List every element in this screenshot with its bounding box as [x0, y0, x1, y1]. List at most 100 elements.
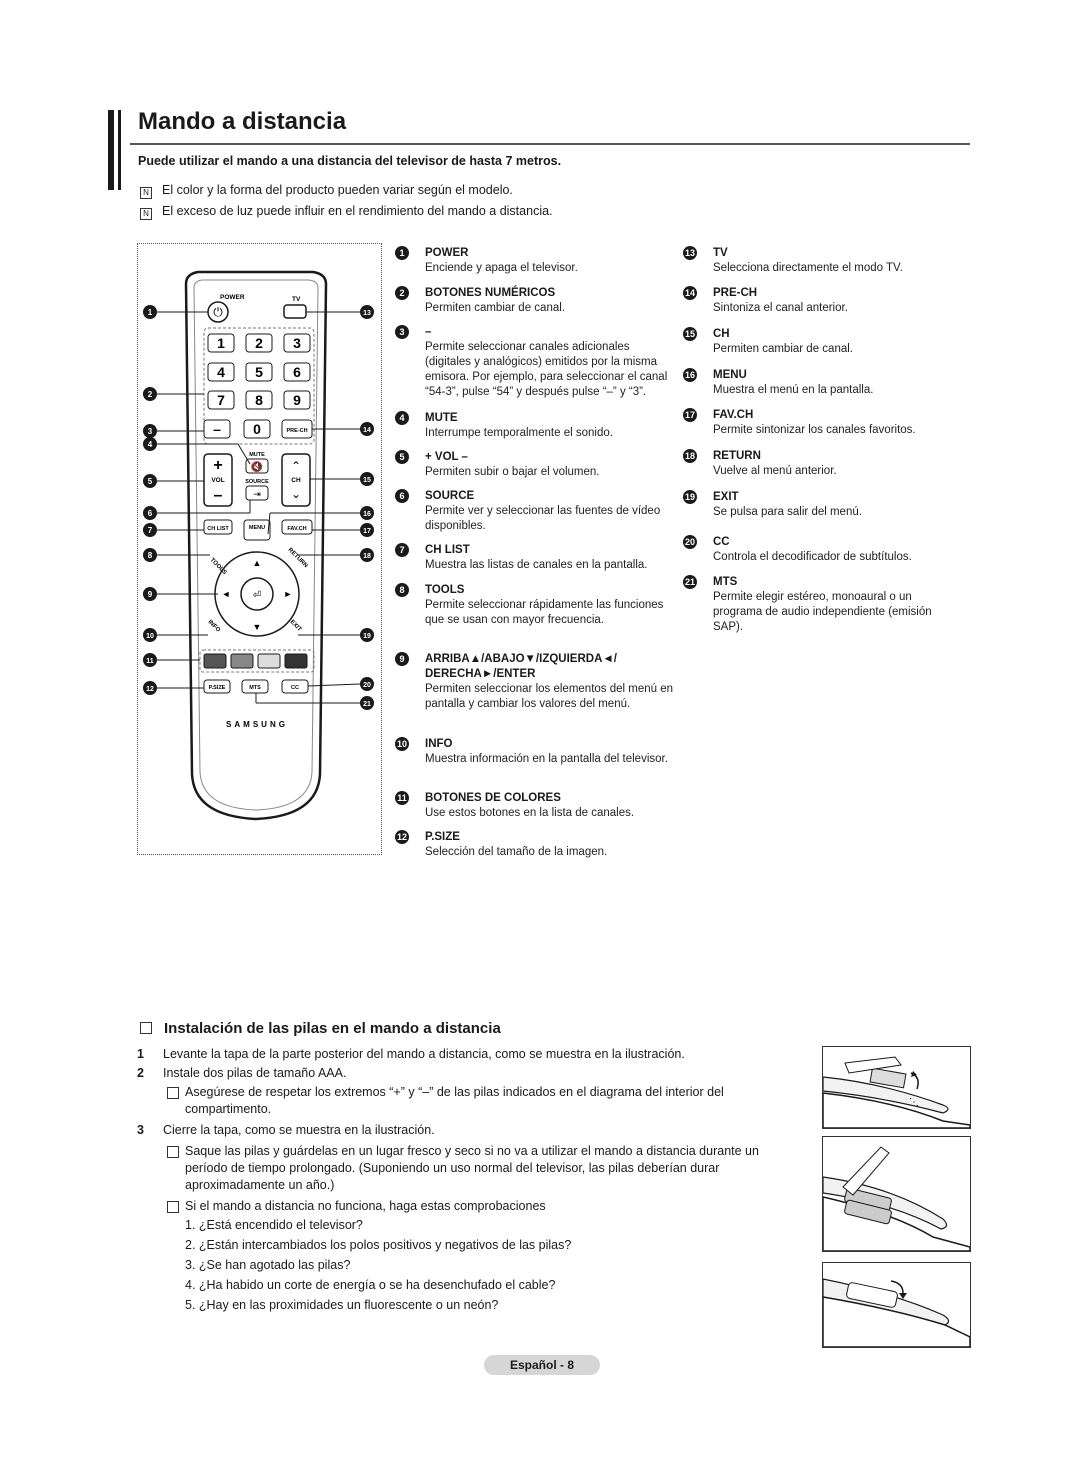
prech-label: PRE-CH	[286, 428, 307, 434]
title-bar	[108, 110, 114, 190]
remote-drawing: POWER ⏻ TV 1 2 3 4 5 6 7 8 9 – 0 PRE-CH …	[143, 270, 374, 821]
note-icon	[167, 1201, 179, 1213]
svg-text:20: 20	[363, 682, 371, 689]
svg-text:⋱: ⋱	[909, 1097, 919, 1108]
chlist-label: CH LIST	[207, 526, 229, 532]
svg-text:⇥: ⇥	[253, 489, 261, 499]
vol-label: VOL	[211, 477, 224, 484]
svg-text:▼: ▼	[253, 622, 262, 632]
svg-text:1: 1	[217, 335, 225, 351]
svg-text:13: 13	[363, 310, 371, 317]
svg-text:11: 11	[146, 658, 154, 665]
svg-text:2: 2	[255, 335, 263, 351]
note-icon	[167, 1146, 179, 1158]
mts-label: MTS	[249, 685, 261, 691]
svg-text:–: –	[214, 487, 223, 504]
page-title: Mando a distancia	[138, 108, 347, 135]
svg-text:+: +	[213, 457, 222, 474]
remote-illustration: POWER ⏻ TV 1 2 3 4 5 6 7 8 9 – 0 PRE-CH …	[137, 243, 382, 855]
battery-illustration-open: ⋱	[822, 1046, 971, 1129]
svg-text:15: 15	[363, 477, 371, 484]
svg-text:◄: ◄	[222, 589, 231, 599]
note-step-3b: Si el mando a distancia no funciona, hag…	[137, 1198, 797, 1215]
svg-text:9: 9	[293, 392, 301, 408]
item-vol: 5+ VOL –Permiten subir o bajar el volume…	[395, 450, 675, 480]
brand-logo: SAMSUNG	[226, 720, 288, 729]
psize-label: P.SIZE	[209, 685, 226, 691]
svg-text:6: 6	[148, 509, 153, 518]
note-icon	[167, 1087, 179, 1099]
svg-text:3: 3	[148, 427, 153, 436]
svg-text:7: 7	[148, 526, 153, 535]
power-label: POWER	[220, 294, 245, 301]
svg-text:21: 21	[363, 701, 371, 708]
source-label: SOURCE	[245, 479, 269, 485]
note-step-2: Asegúrese de respetar los extremos “+” y…	[137, 1084, 797, 1118]
svg-text:2: 2	[148, 390, 153, 399]
svg-text:–: –	[213, 421, 221, 437]
svg-text:8: 8	[148, 551, 153, 560]
svg-text:3: 3	[293, 335, 301, 351]
svg-text:▲: ▲	[253, 558, 262, 568]
check-item: 1. ¿Está encendido el televisor?	[185, 1218, 363, 1232]
check-item: 3. ¿Se han agotado las pilas?	[185, 1258, 351, 1272]
svg-text:1: 1	[148, 308, 153, 317]
title-bar-thin	[118, 110, 121, 190]
svg-text:⏎: ⏎	[253, 590, 261, 601]
svg-text:19: 19	[363, 633, 371, 640]
check-item: 2. ¿Están intercambiados los polos posit…	[185, 1238, 572, 1252]
svg-text:4: 4	[148, 440, 153, 449]
svg-text:🔇: 🔇	[251, 460, 263, 473]
section-checkbox-icon	[140, 1022, 152, 1034]
svg-text:5: 5	[255, 364, 263, 380]
svg-text:⏻: ⏻	[213, 305, 223, 319]
ch-label: CH	[291, 477, 301, 484]
note-step-3a: Saque las pilas y guárdelas en un lugar …	[137, 1143, 797, 1194]
battery-illustration-insert	[822, 1136, 971, 1252]
tv-label: TV	[292, 296, 301, 303]
svg-text:5: 5	[148, 477, 153, 486]
svg-text:14: 14	[363, 427, 371, 434]
svg-text:9: 9	[148, 590, 153, 599]
intro-text: Puede utilizar el mando a una distancia …	[138, 154, 562, 168]
mute-label: MUTE	[249, 452, 265, 458]
svg-text:17: 17	[363, 528, 371, 535]
svg-text:18: 18	[363, 553, 371, 560]
check-item: 4. ¿Ha habido un corte de energía o se h…	[185, 1278, 556, 1292]
note-icon: N	[140, 187, 152, 199]
svg-text:4: 4	[217, 364, 225, 380]
battery-section-title: Instalación de las pilas en el mando a d…	[140, 1020, 501, 1037]
item-dash: 3–Permite seleccionar canales adicionale…	[395, 325, 675, 400]
svg-text:0: 0	[253, 421, 261, 437]
svg-text:10: 10	[146, 633, 154, 640]
svg-text:6: 6	[293, 364, 301, 380]
svg-text:12: 12	[146, 686, 154, 693]
svg-text:7: 7	[217, 392, 225, 408]
title-rule	[130, 143, 970, 145]
page-footer: Español - 8	[484, 1355, 600, 1375]
svg-text:16: 16	[363, 511, 371, 518]
